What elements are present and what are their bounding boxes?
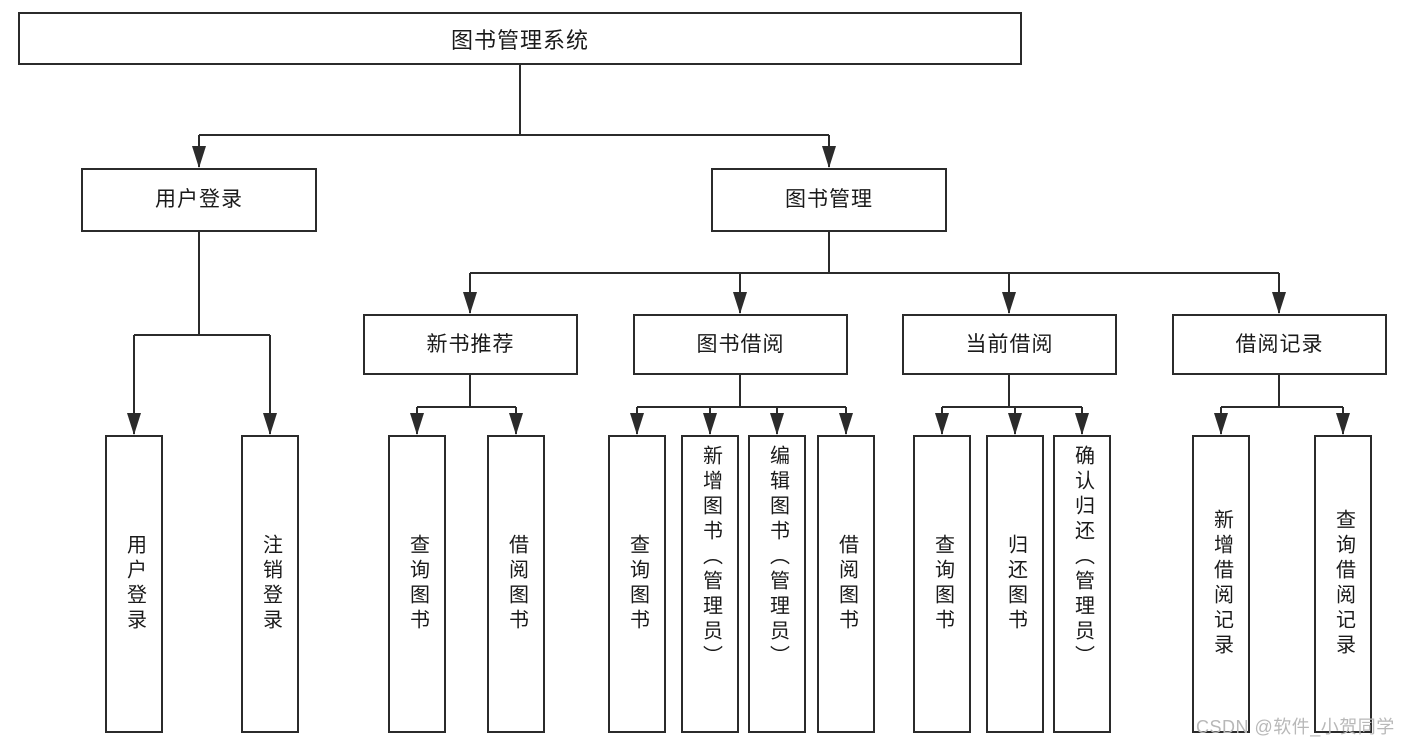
node-leaf-query-record: 查询借阅记录 <box>1314 435 1372 733</box>
node-leaf-add-book: 新增图书（管理员） <box>681 435 739 733</box>
node-label: 查询图书 <box>626 534 649 634</box>
node-label: 图书管理系统 <box>450 27 589 53</box>
node-label: 查询图书 <box>931 534 954 634</box>
node-leaf-return-book: 归还图书 <box>986 435 1044 733</box>
node-leaf-query-book-1: 查询图书 <box>388 435 446 733</box>
node-book-borrow: 图书借阅 <box>633 314 848 375</box>
node-label: 新增图书（管理员） <box>699 445 722 670</box>
node-leaf-logout-login: 注销登录 <box>241 435 299 733</box>
node-leaf-add-record: 新增借阅记录 <box>1192 435 1250 733</box>
node-label: 确认归还（管理员） <box>1071 445 1094 670</box>
node-leaf-borrow-book-2: 借阅图书 <box>817 435 875 733</box>
node-label: 借阅图书 <box>835 534 858 634</box>
node-leaf-confirm-return: 确认归还（管理员） <box>1053 435 1111 733</box>
node-leaf-edit-book: 编辑图书（管理员） <box>748 435 806 733</box>
node-leaf-user-login: 用户登录 <box>105 435 163 733</box>
node-label: 借阅记录 <box>1235 332 1324 356</box>
node-current-borrow: 当前借阅 <box>902 314 1117 375</box>
node-label: 查询图书 <box>406 534 429 634</box>
node-label: 当前借阅 <box>965 332 1054 356</box>
node-label: 用户登录 <box>123 534 146 634</box>
csdn-watermark: CSDN @软件_小贺同学 <box>1196 717 1395 737</box>
node-new-book-rec: 新书推荐 <box>363 314 578 375</box>
node-label: 用户登录 <box>155 188 243 212</box>
node-leaf-query-book-2: 查询图书 <box>608 435 666 733</box>
node-label: 注销登录 <box>259 534 282 634</box>
node-book-manage: 图书管理 <box>711 168 947 232</box>
node-root: 图书管理系统 <box>18 12 1022 65</box>
node-label: 新增借阅记录 <box>1210 509 1233 659</box>
node-label: 归还图书 <box>1004 534 1027 634</box>
node-borrow-record: 借阅记录 <box>1172 314 1387 375</box>
node-label: 查询借阅记录 <box>1332 509 1355 659</box>
node-label: 图书借阅 <box>696 332 785 356</box>
node-user-login: 用户登录 <box>81 168 317 232</box>
node-label: 新书推荐 <box>426 332 515 356</box>
node-label: 编辑图书（管理员） <box>766 445 789 670</box>
node-label: 图书管理 <box>785 188 873 212</box>
node-leaf-query-book-3: 查询图书 <box>913 435 971 733</box>
node-label: 借阅图书 <box>505 534 528 634</box>
node-leaf-borrow-book-1: 借阅图书 <box>487 435 545 733</box>
